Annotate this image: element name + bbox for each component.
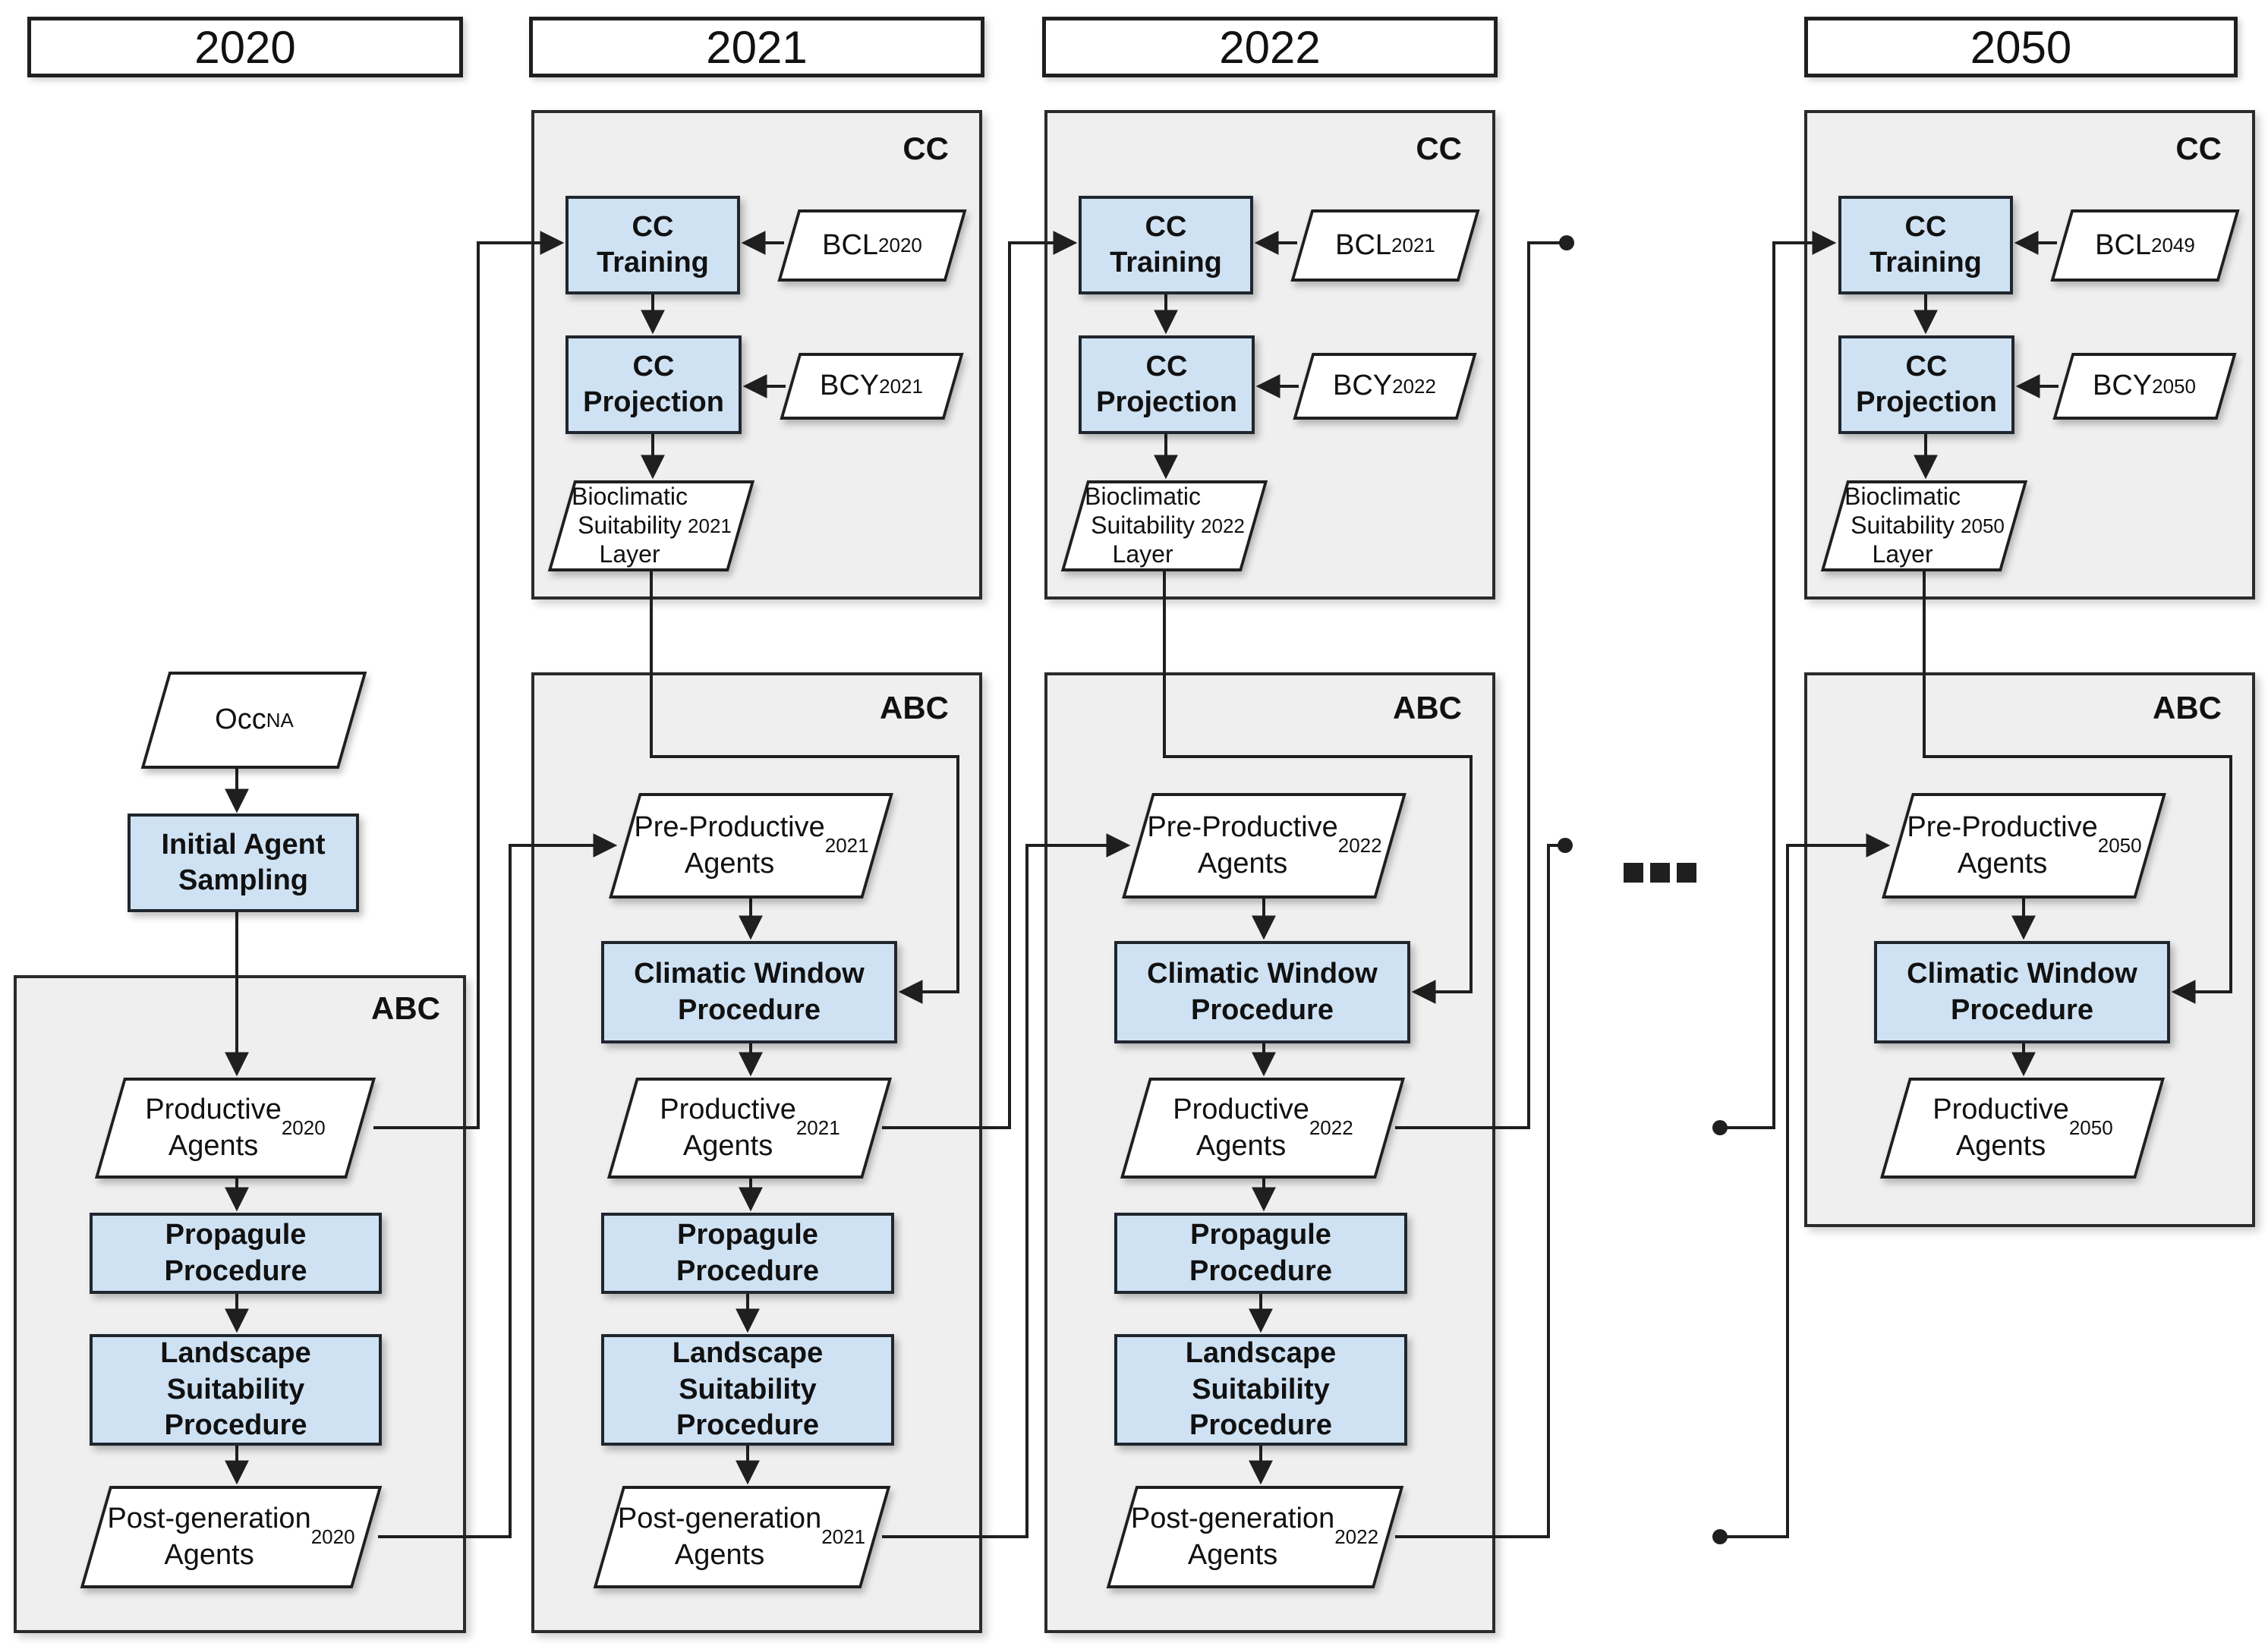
junction-dot-icon <box>1558 838 1573 853</box>
occ-subscript: NA <box>266 708 294 732</box>
abc-group-label-2021: ABC <box>880 690 949 725</box>
abc-group-label-2022: ABC <box>1393 690 1462 725</box>
node-cc-training-2021: CC Training <box>565 196 740 294</box>
year-header-2050: 2050 <box>1804 17 2238 77</box>
node-climatic-window-procedure-2022: Climatic Window Procedure <box>1114 941 1410 1043</box>
wire-bsl2021-to-climaticwindow2021 <box>650 571 959 1004</box>
year-label: 2050 <box>1970 21 2072 73</box>
wire-productive2021-to-cctraining2022 <box>882 231 1078 1129</box>
continuation-dots-icon <box>1650 863 1670 883</box>
year-label: 2021 <box>706 21 808 73</box>
junction-dot-icon <box>1712 1529 1728 1544</box>
continuation-dots-icon <box>1677 863 1696 883</box>
junction-dot-icon <box>1559 235 1574 250</box>
occ-label: Occ <box>215 703 266 736</box>
abc-group-label-2020: ABC <box>371 990 440 1026</box>
node-cc-projection-2022: CC Projection <box>1079 335 1255 434</box>
junction-dot-icon <box>1712 1120 1728 1135</box>
node-cc-training-2022: CC Training <box>1079 196 1253 294</box>
wire-bsl2050-to-climaticwindow2050 <box>1923 571 2232 1004</box>
node-cc-training-2050: CC Training <box>1838 196 2013 294</box>
node-initial-agent-sampling: Initial Agent Sampling <box>128 814 359 912</box>
year-header-2021: 2021 <box>529 17 984 77</box>
wire-productive2022-to-next-year <box>1395 241 1561 1129</box>
abc-group-label-2050: ABC <box>2153 690 2222 725</box>
node-propagule-procedure-2022: Propagule Procedure <box>1114 1213 1407 1294</box>
wire-postgen2021-to-preproductive2022 <box>882 833 1131 1538</box>
wire-postgen2020-to-preproductive2021 <box>378 833 618 1538</box>
node-climatic-window-procedure-2050: Climatic Window Procedure <box>1874 941 2170 1043</box>
wire-postgen2049-to-preproductive2050 <box>1720 833 1891 1538</box>
year-label: 2020 <box>194 21 296 73</box>
year-header-2022: 2022 <box>1042 17 1498 77</box>
cc-group-label-2022: CC <box>1416 131 1462 166</box>
node-landscape-suitability-procedure-2021: Landscape Suitability Procedure <box>601 1334 894 1446</box>
cc-group-label-2021: CC <box>902 131 949 166</box>
cc-group-label-2050: CC <box>2175 131 2222 166</box>
continuation-dots-icon <box>1624 863 1643 883</box>
year-header-2020: 2020 <box>27 17 463 77</box>
year-label: 2022 <box>1219 21 1321 73</box>
node-landscape-suitability-procedure-2020: Landscape Suitability Procedure <box>90 1334 382 1446</box>
wire-productive2049-to-cctraining2050 <box>1720 231 1837 1129</box>
node-climatic-window-procedure-2021: Climatic Window Procedure <box>601 941 897 1043</box>
node-cc-projection-2050: CC Projection <box>1838 335 2014 434</box>
node-propagule-procedure-2021: Propagule Procedure <box>601 1213 894 1294</box>
node-landscape-suitability-procedure-2022: Landscape Suitability Procedure <box>1114 1334 1407 1446</box>
wire-productive2020-to-cctraining2021 <box>373 231 565 1129</box>
wire-postgen2022-to-next-year <box>1395 844 1559 1538</box>
node-cc-projection-2021: CC Projection <box>565 335 742 434</box>
node-propagule-procedure-2020: Propagule Procedure <box>90 1213 382 1294</box>
wire-bsl2022-to-climaticwindow2022 <box>1163 571 1473 1004</box>
